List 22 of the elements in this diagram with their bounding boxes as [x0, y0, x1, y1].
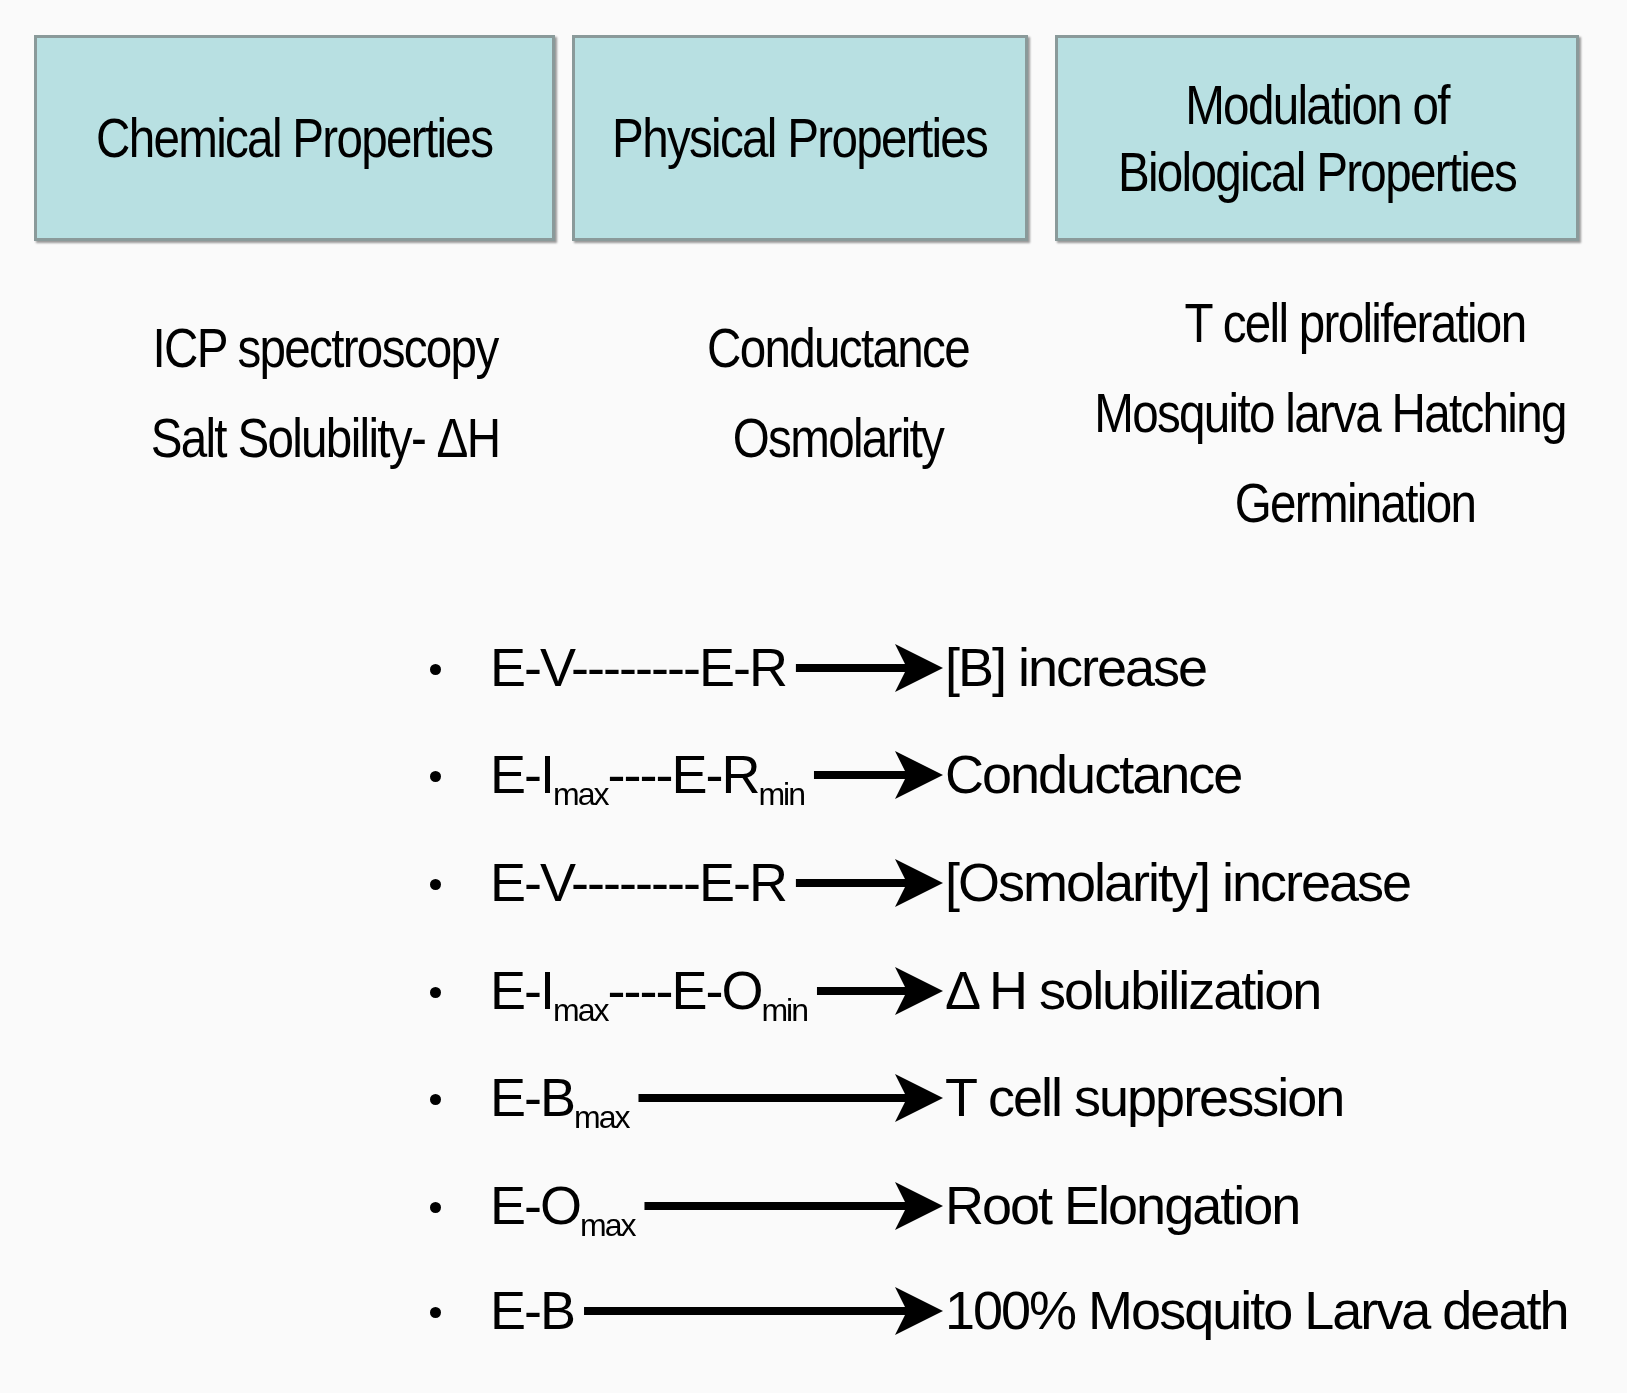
header-text: Physical Properties: [612, 105, 988, 172]
electrolyte-text: E-I$_{max}$----E-R$_{min}$: [490, 747, 804, 810]
header-text: Modulation of Biological Properties: [1116, 71, 1518, 205]
header-text: Chemical Properties: [96, 105, 493, 172]
header-box: [34, 35, 555, 241]
electrolyte-text: E-I$_{max}$----E-O$_{min}$: [490, 963, 807, 1026]
electrolyte-text: E-O$_{max}$: [490, 1178, 635, 1241]
electrolyte-text: E-V--------E-R: [490, 855, 786, 909]
property-method-text: Conductance: [707, 315, 969, 380]
header-box: [1055, 35, 1579, 241]
result-text: Δ H solubilization: [945, 963, 1321, 1017]
electrolyte-text: E-B$_{max}$: [490, 1070, 629, 1133]
property-method-text: Salt Solubility- ΔH: [150, 405, 500, 470]
property-method-text: Germination: [1234, 470, 1476, 535]
property-method-text: T cell proliferation: [1184, 290, 1526, 355]
electrolyte-text: E-V--------E-R: [490, 640, 786, 694]
property-method-text: ICP spectroscopy: [152, 315, 498, 380]
header-box: [572, 35, 1028, 241]
property-method-text: Osmolarity: [732, 405, 944, 470]
result-text: Conductance: [945, 747, 1242, 801]
electrolyte-text: E-B: [490, 1283, 575, 1337]
property-method-text: Mosquito larva Hatching: [1094, 380, 1566, 445]
